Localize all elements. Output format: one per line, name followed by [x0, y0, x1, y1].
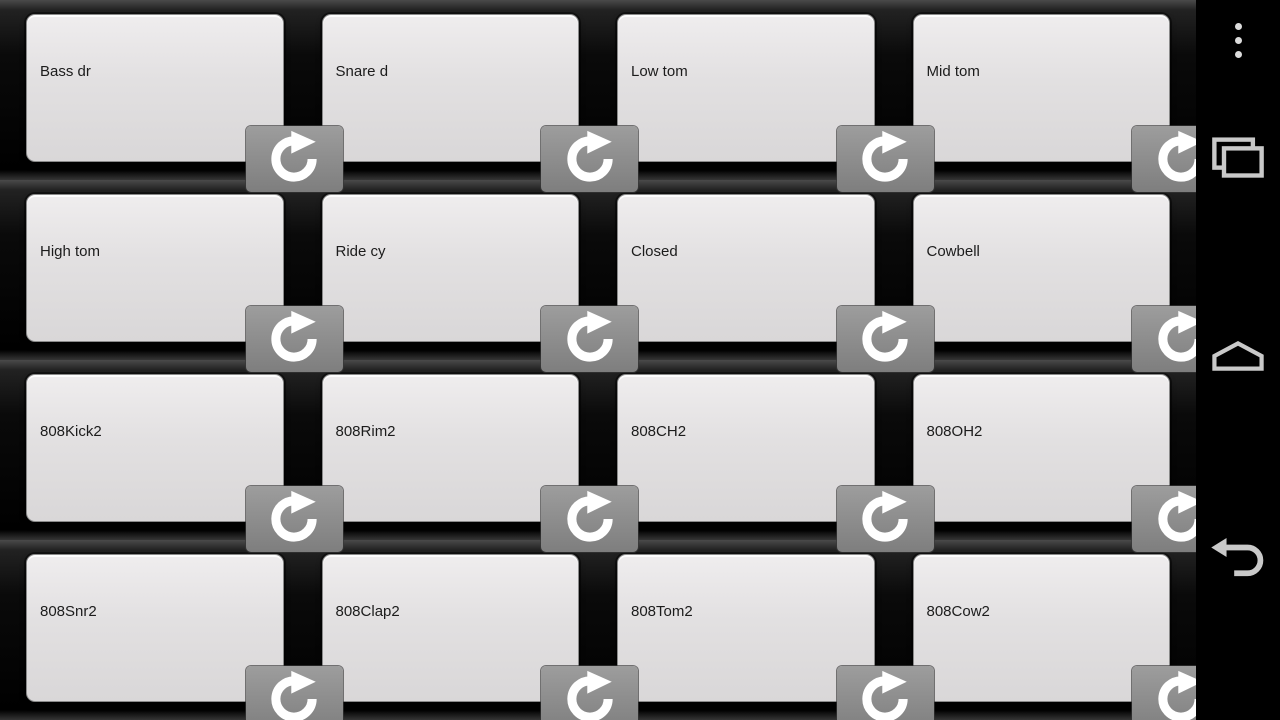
loop-icon [1157, 310, 1196, 362]
loop-button[interactable] [1132, 126, 1196, 192]
drum-pad[interactable]: Bass dr [26, 14, 284, 162]
drum-pad[interactable]: Snare d [321, 14, 579, 162]
overflow-menu-dots-icon [1234, 36, 1242, 44]
pad-label: Mid tom [926, 63, 980, 80]
pad-label: Ride cy [335, 243, 386, 260]
recent-apps-button[interactable] [1196, 130, 1280, 186]
pad-label: 808CH2 [631, 423, 687, 440]
loop-button[interactable] [245, 486, 343, 552]
loop-icon [1157, 130, 1196, 182]
drum-pad[interactable]: Ride cy [321, 194, 579, 342]
loop-icon [566, 490, 613, 542]
drum-pad[interactable]: Mid tom [912, 14, 1170, 162]
loop-button[interactable] [245, 666, 343, 720]
drum-pad[interactable]: 808CH2 [617, 374, 875, 522]
loop-icon [862, 670, 908, 720]
loop-icon [271, 670, 317, 720]
loop-icon [1157, 670, 1196, 720]
pad-label: Cowbell [926, 243, 980, 260]
drum-pad[interactable]: 808Snr2 [26, 554, 284, 702]
loop-button[interactable] [541, 486, 638, 552]
loop-button[interactable] [1132, 486, 1196, 552]
drum-pad-cell: 808OH2 [912, 374, 1196, 552]
pad-label: Bass dr [40, 63, 91, 80]
drum-pad-cell: Cowbell [912, 194, 1196, 372]
drum-pad[interactable]: 808Cow2 [912, 554, 1170, 702]
drum-pad-cell: 808Snr2 [26, 554, 343, 720]
drum-pad[interactable]: Cowbell [912, 194, 1170, 342]
android-nav-bar [1196, 0, 1280, 720]
drum-pad-cell: Ride cy [321, 194, 638, 372]
drum-pad[interactable]: Closed [617, 194, 875, 342]
drum-pad-cell: Closed [617, 194, 934, 372]
pad-label: Closed [631, 243, 678, 260]
home-icon [1212, 340, 1264, 371]
drum-pad-cell: 808Clap2 [321, 554, 638, 720]
drum-pad-cell: High tom [26, 194, 343, 372]
loop-icon [566, 130, 613, 182]
overflow-menu-button[interactable] [1196, 16, 1280, 64]
drum-pad[interactable]: Low tom [617, 14, 875, 162]
loop-button[interactable] [836, 126, 934, 192]
drum-pad-cell: 808Tom2 [617, 554, 934, 720]
loop-button[interactable] [541, 306, 638, 372]
loop-button[interactable] [541, 666, 638, 720]
back-icon [1211, 537, 1264, 577]
pad-label: 808Clap2 [335, 603, 400, 620]
pad-label: High tom [40, 243, 101, 260]
drum-pad[interactable]: 808Kick2 [26, 374, 284, 522]
pad-label: 808Cow2 [926, 603, 990, 620]
drum-pad[interactable]: 808Clap2 [321, 554, 579, 702]
loop-button[interactable] [836, 666, 934, 720]
drum-pad[interactable]: 808OH2 [912, 374, 1170, 522]
loop-icon [271, 490, 317, 542]
pad-label: Low tom [631, 63, 688, 80]
back-button[interactable] [1196, 532, 1280, 584]
loop-icon [862, 490, 908, 542]
drum-pad[interactable]: High tom [26, 194, 284, 342]
pad-label: 808Rim2 [335, 423, 396, 440]
loop-button[interactable] [836, 486, 934, 552]
loop-icon [862, 130, 908, 182]
loop-button[interactable] [836, 306, 934, 372]
drum-pad-cell: 808CH2 [617, 374, 934, 552]
drum-pad-cell: 808Kick2 [26, 374, 343, 552]
loop-icon [566, 670, 613, 720]
loop-button[interactable] [245, 126, 343, 192]
pad-label: 808Kick2 [40, 423, 102, 440]
loop-icon [271, 310, 317, 362]
drum-pad[interactable]: 808Tom2 [617, 554, 875, 702]
drum-pad-cell: Snare d [321, 14, 638, 192]
pad-label: 808OH2 [926, 423, 983, 440]
drum-pad-cell: 808Cow2 [912, 554, 1196, 720]
overflow-menu-dots-icon [1234, 22, 1242, 30]
loop-button[interactable] [541, 126, 638, 192]
loop-button[interactable] [1132, 306, 1196, 372]
home-button[interactable] [1196, 332, 1280, 380]
pad-label: 808Snr2 [40, 603, 97, 620]
drum-pad-cell: 808Rim2 [321, 374, 638, 552]
pad-label: 808Tom2 [631, 603, 693, 620]
drum-pad-cell: Low tom [617, 14, 934, 192]
pad-label: Snare d [335, 63, 389, 80]
overflow-menu-dots-icon [1234, 50, 1242, 58]
drum-pad-cell: Bass dr [26, 14, 343, 192]
recent-apps-icon [1212, 137, 1264, 178]
loop-icon [1157, 490, 1196, 542]
loop-button[interactable] [1132, 666, 1196, 720]
loop-icon [862, 310, 908, 362]
loop-button[interactable] [245, 306, 343, 372]
loop-icon [271, 130, 317, 182]
drum-pad-cell: Mid tom [912, 14, 1196, 192]
loop-icon [566, 310, 613, 362]
drum-pad[interactable]: 808Rim2 [321, 374, 579, 522]
pad-grid: Bass dr Snare d Low tom Mid tom [0, 0, 1196, 720]
